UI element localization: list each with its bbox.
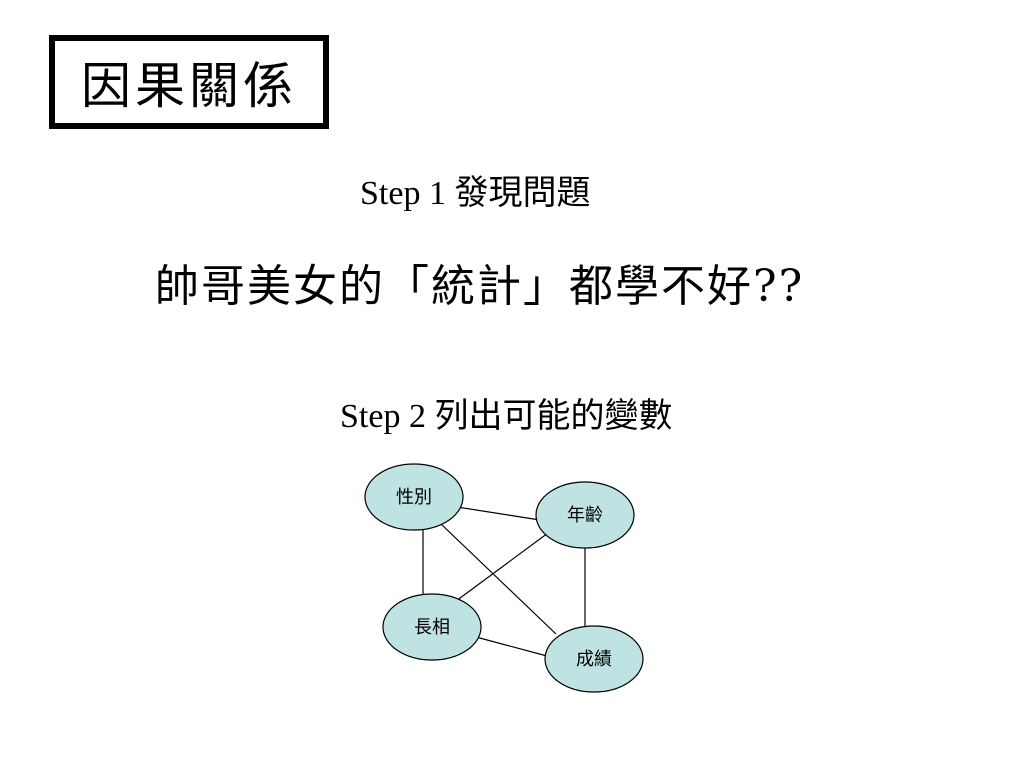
node-label-grades: 成績 (576, 649, 612, 670)
node-label-gender: 性別 (396, 487, 432, 508)
node-gender: 性別 (364, 463, 464, 531)
edge-gender-age (456, 506, 541, 521)
problem-statement: 帥哥美女的「統計」都學不好?? (155, 261, 805, 312)
node-grades: 成績 (544, 625, 644, 693)
node-ellipse-looks (382, 593, 482, 661)
step2-heading: Step 2 列出可能的變數 (340, 398, 673, 435)
node-ellipse-age (535, 481, 635, 549)
edge-looks-grades (475, 636, 548, 657)
edge-age-looks (455, 532, 549, 602)
slide-title: 因果關係 (49, 35, 329, 129)
node-ellipse-grades (544, 625, 644, 693)
step1-heading: Step 1 發現問題 (360, 175, 591, 212)
diagram-edges (422, 506, 586, 657)
node-age: 年齡 (535, 481, 635, 549)
node-label-looks: 長相 (414, 617, 450, 638)
edge-gender-grades (440, 523, 557, 635)
node-label-age: 年齡 (567, 505, 603, 526)
node-ellipse-gender (364, 463, 464, 531)
node-looks: 長相 (382, 593, 482, 661)
